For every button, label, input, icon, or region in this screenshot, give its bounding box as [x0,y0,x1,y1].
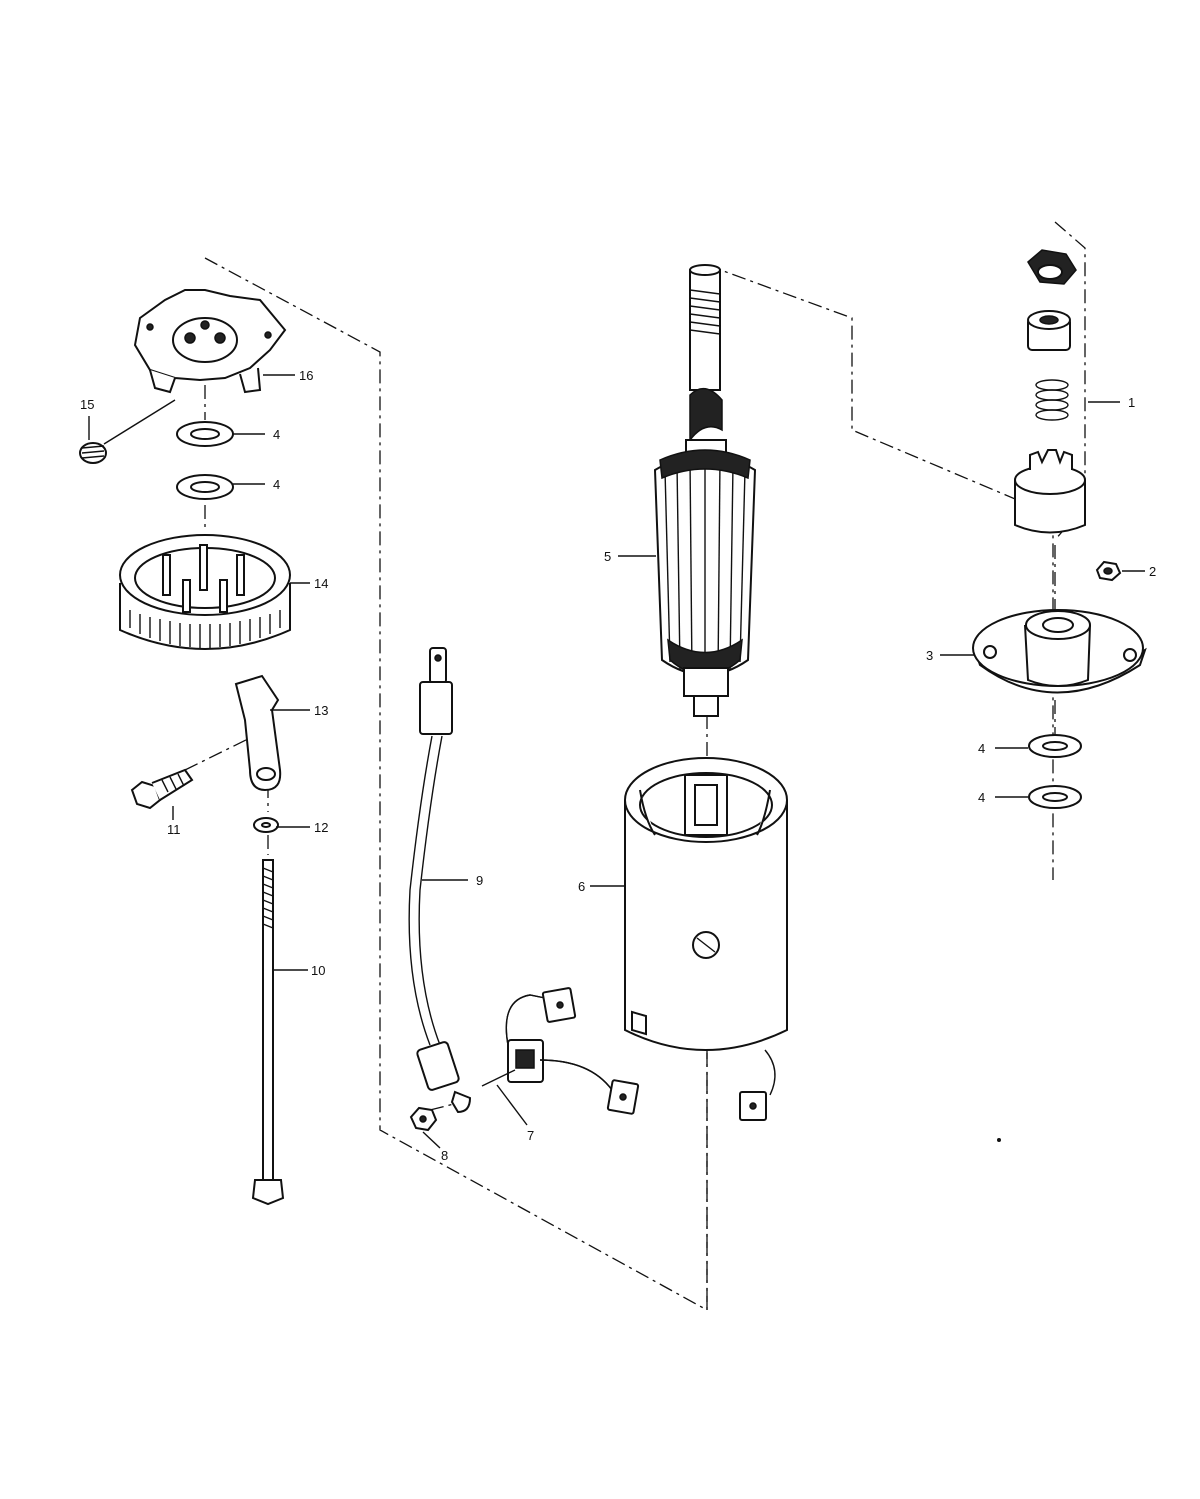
callout-labels: 1 2 3 4 4 4 4 5 6 7 8 9 10 11 12 13 14 1… [80,368,1156,1163]
callout-4-lower-right: 4 [978,790,985,805]
callout-10: 10 [311,963,325,978]
field-frame-part [624,757,788,1121]
brush-plate-part [133,289,287,394]
axis-lines [184,385,1056,1310]
lead-wire-part [408,647,472,1114]
assembly-outline-left [204,257,708,1312]
stray-dot [997,1138,1001,1142]
callout-5: 5 [604,549,611,564]
through-bolt-part [251,859,285,1206]
small-nut-part [1095,560,1122,582]
spring-part [79,442,107,464]
assembly-outline-right [1054,221,1086,541]
callout-12: 12 [314,820,328,835]
nut-part [409,1106,438,1132]
callout-6: 6 [578,879,585,894]
callout-15: 15 [80,397,94,412]
bracket-part [234,674,282,792]
callout-13: 13 [314,703,328,718]
drive-assembly-part [1014,249,1086,534]
callout-8: 8 [441,1148,448,1163]
leader-lines [88,374,1145,1149]
callout-9: 9 [476,873,483,888]
callout-14: 14 [314,576,328,591]
armature-part [653,264,757,717]
callout-1: 1 [1128,395,1135,410]
small-washer-part [253,817,279,833]
callout-11: 11 [167,822,181,837]
washer-part-upper-right [1028,734,1082,758]
callout-4-upper-left: 4 [273,427,280,442]
callout-4-upper-right: 4 [978,741,985,756]
washer-part-upper-left [176,421,234,447]
drive-end-frame-part [972,609,1147,694]
washer-part-lower-left [176,474,234,500]
washer-part-lower-right [1028,785,1082,809]
end-cap-part [119,534,291,650]
brush-assembly-part [481,987,640,1115]
callout-3: 3 [926,648,933,663]
callout-16: 16 [299,368,313,383]
bolt-part [130,768,194,810]
callout-4-lower-left: 4 [273,477,280,492]
callout-2: 2 [1149,564,1156,579]
callout-7: 7 [527,1128,534,1143]
